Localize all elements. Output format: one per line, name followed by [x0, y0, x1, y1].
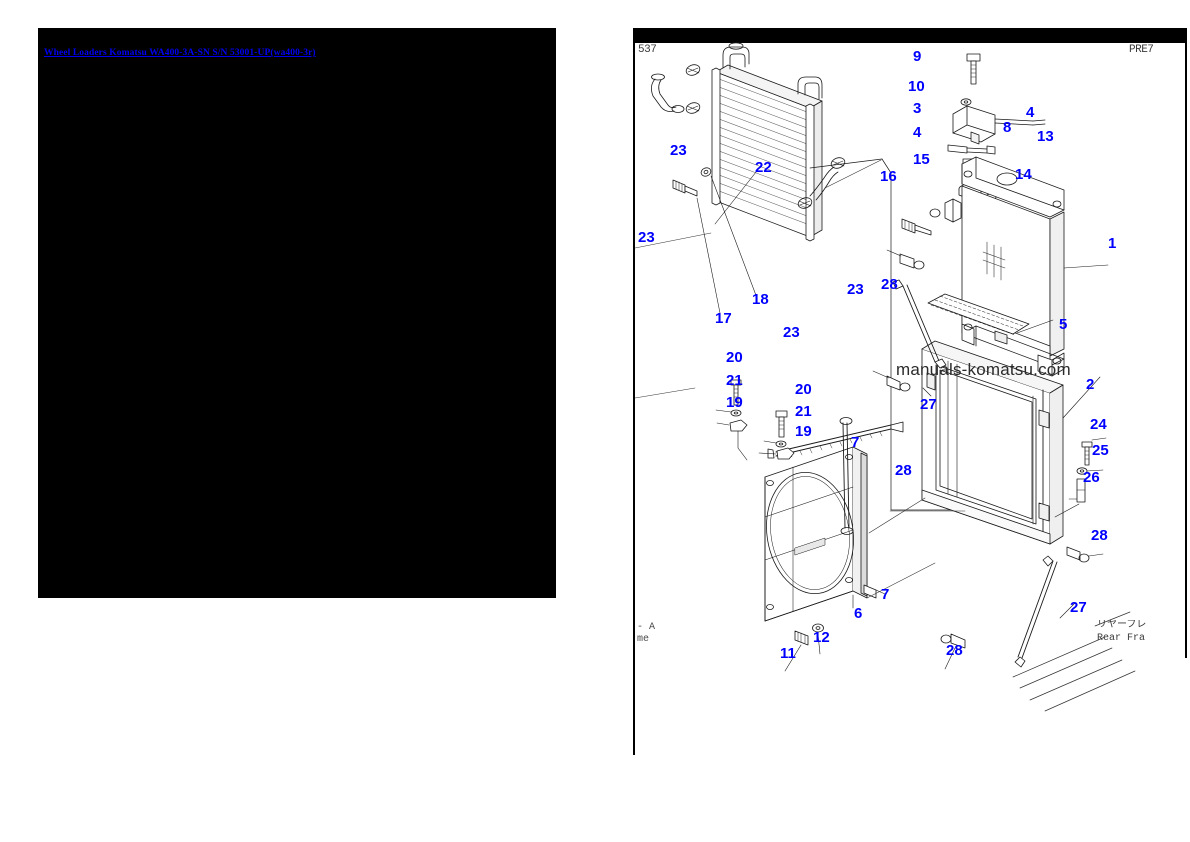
- part-28-bolt-right: [1066, 546, 1104, 563]
- part-2-radiator-guard: [921, 340, 1101, 545]
- callout-18: 18: [752, 291, 769, 308]
- callout-7: 7: [851, 434, 860, 451]
- callout-12: 12: [813, 629, 830, 646]
- exploded-parts-drawing: [635, 42, 1136, 712]
- callout-5: 5: [1059, 316, 1068, 333]
- part-18-washer: [700, 167, 712, 177]
- part-26-bracket: [1054, 478, 1086, 518]
- callout-10: 10: [908, 78, 925, 95]
- callout-23: 23: [847, 281, 864, 298]
- callout-17: 17: [715, 310, 732, 327]
- part-22-oil-cooler: [711, 64, 823, 242]
- margin-label-line: me: [637, 634, 650, 645]
- part-7-rod-vertical: [839, 417, 854, 535]
- part-19-nut-right: [758, 447, 795, 460]
- callout-28: 28: [946, 642, 963, 659]
- callout-21: 21: [795, 403, 812, 420]
- callout-21: 21: [726, 372, 743, 389]
- part-15-bolt: [901, 218, 932, 236]
- rear-frame-label: リヤーフレ Rear Fra: [1097, 620, 1185, 645]
- callout-11: 11: [780, 645, 796, 662]
- part-21-washer-right: [763, 440, 787, 448]
- part-3-bracket: [952, 105, 996, 145]
- parts-catalog-title-link[interactable]: Wheel Loaders Komatsu WA400-3A-SN S/N 53…: [44, 48, 316, 58]
- callout-7: 7: [881, 586, 890, 603]
- callout-14: 14: [1015, 166, 1032, 183]
- part-23-hose-right: [809, 166, 839, 201]
- part-20-bolt-right: [775, 410, 788, 438]
- part-23-hose-left: [651, 73, 685, 113]
- callout-9: 9: [913, 48, 922, 65]
- document-right-rule: [1185, 28, 1187, 658]
- callout-13: 13: [1037, 128, 1054, 145]
- callout-27: 27: [1070, 599, 1087, 616]
- callout-25: 25: [1092, 442, 1109, 459]
- part-7-rod-left: [767, 421, 904, 459]
- part-15-mount: [929, 198, 962, 223]
- part-20-bolt-left: [730, 379, 742, 406]
- part-23-clamps: [685, 64, 846, 209]
- part-11-bolt: [784, 630, 809, 672]
- callout-22: 22: [755, 159, 772, 176]
- callout-2: 2: [1086, 376, 1095, 393]
- part-28-bolt-upper: [886, 249, 925, 270]
- callout-24: 24: [1090, 416, 1107, 433]
- part-5-seal-strip: [927, 293, 1054, 336]
- part-1-radiator: [961, 156, 1109, 377]
- callout-15: 15: [913, 151, 930, 168]
- part-6-fan-shroud: [764, 446, 868, 622]
- callout-1: 1: [1108, 235, 1117, 252]
- part-10-washer: [960, 98, 972, 106]
- callout-16: 16: [880, 168, 897, 185]
- part-27-brace-upper: [892, 279, 947, 397]
- part-4-rods: [947, 118, 1046, 155]
- part-19-nut-left: [716, 419, 748, 461]
- phantom-leaders: [635, 159, 966, 599]
- callout-19: 19: [726, 394, 743, 411]
- callout-4: 4: [913, 124, 922, 141]
- document-title-bar: [635, 28, 1187, 43]
- part-12-washer: [812, 623, 824, 655]
- watermark-text: manuals-komatsu.com: [896, 360, 1071, 379]
- part-24-bolt: [1081, 437, 1107, 466]
- callout-27: 27: [920, 396, 937, 413]
- callout-28: 28: [881, 276, 898, 293]
- margin-label-line: - A: [637, 622, 656, 633]
- part-28-bolt-bottom: [940, 633, 966, 670]
- part-9-bolt: [966, 53, 981, 85]
- left-viewer-panel: Wheel Loaders Komatsu WA400-3A-SN S/N 53…: [38, 28, 556, 598]
- part-hose-upper-right: [797, 76, 823, 100]
- part-28-bolt-mid: [872, 370, 911, 392]
- part-25-washer: [1076, 467, 1104, 475]
- callout-19: 19: [795, 423, 812, 440]
- callout-26: 26: [1083, 469, 1100, 486]
- part-23-hose-upper: [722, 42, 750, 70]
- callout-4: 4: [1026, 104, 1035, 121]
- callout-8: 8: [1003, 119, 1012, 136]
- callout-3: 3: [913, 100, 922, 117]
- part-27-brace-lower: [1014, 555, 1076, 668]
- callout-20: 20: [795, 381, 812, 398]
- callout-6: 6: [854, 605, 863, 622]
- callout-23: 23: [670, 142, 687, 159]
- callout-28: 28: [1091, 527, 1108, 544]
- rear-frame-label-jp: リヤーフレ: [1097, 620, 1147, 631]
- parts-diagram-page: 537 PRE7: [633, 28, 1187, 755]
- callout-23: 23: [638, 229, 655, 246]
- document-page-code: PRE7: [1129, 44, 1154, 56]
- part-21-washer-left: [715, 409, 742, 417]
- part-17-bolt: [672, 179, 698, 197]
- rear-frame-label-en: Rear Fra: [1097, 632, 1146, 644]
- callout-23: 23: [783, 324, 800, 341]
- callout-20: 20: [726, 349, 743, 366]
- rear-frame-phantom: [1012, 611, 1136, 712]
- document-page-number: 537: [638, 44, 657, 56]
- callout-28: 28: [895, 462, 912, 479]
